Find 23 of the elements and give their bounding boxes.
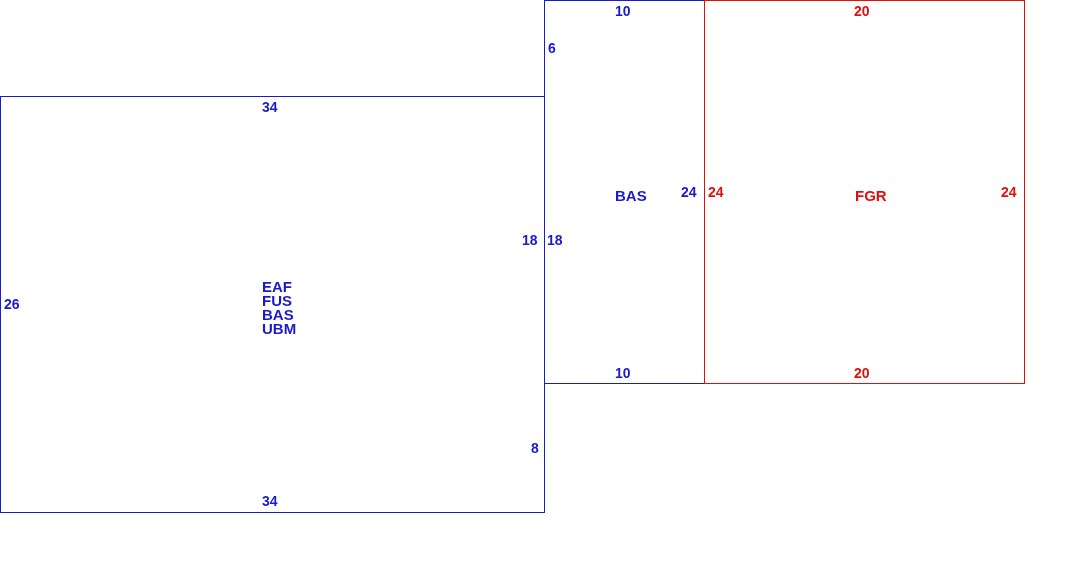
block-outline [544,0,705,384]
dimension-label: 34 [262,99,278,115]
dimension-label: 20 [854,3,870,19]
dimension-label: 18 [522,232,538,248]
block-label: BAS [262,308,294,322]
block-label: BAS [615,189,647,203]
dimension-label: 24 [681,184,697,200]
block-label: EAF [262,280,292,294]
dimension-label: 18 [547,232,563,248]
dimension-label: 6 [548,40,556,56]
block-label: FUS [262,294,292,308]
dimension-label: 8 [531,440,539,456]
dimension-label: 10 [615,365,631,381]
block-label: FGR [855,189,887,203]
dimension-label: 26 [4,296,20,312]
block-label: UBM [262,322,297,336]
dimension-label: 24 [1001,184,1017,200]
block-outline [0,96,545,513]
dimension-label: 20 [854,365,870,381]
block-outline [704,0,1025,384]
dimension-label: 34 [262,493,278,509]
dimension-label: 24 [708,184,724,200]
dimension-label: 10 [615,3,631,19]
